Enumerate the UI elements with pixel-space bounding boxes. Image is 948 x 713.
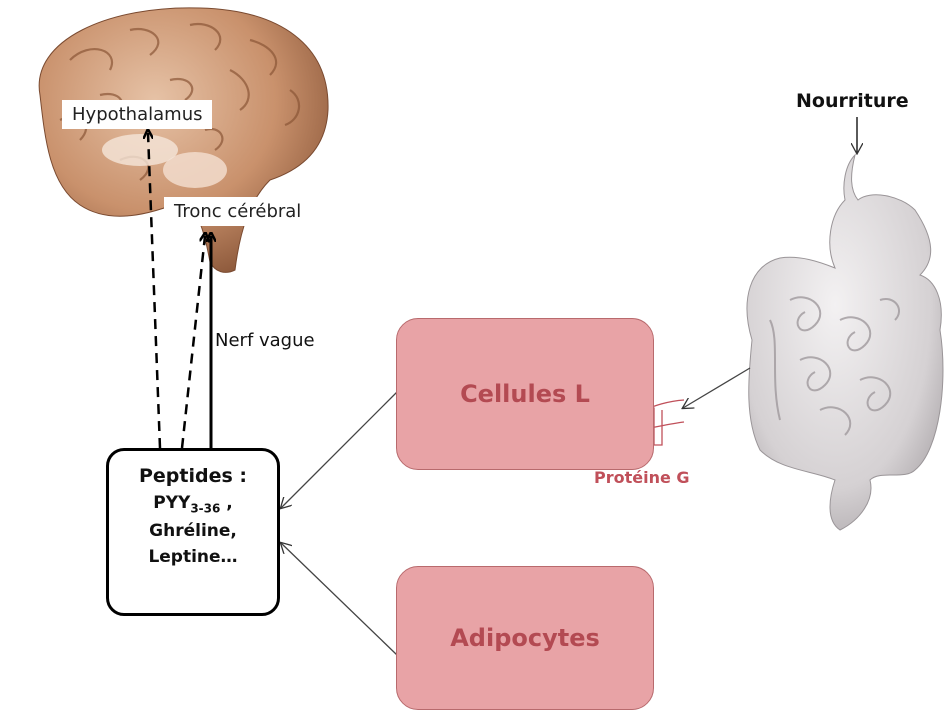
brainstem-label: Tronc cérébral bbox=[164, 197, 311, 226]
l-cells-box: Cellules L bbox=[396, 318, 654, 470]
dashed-arrow-to-brainstem bbox=[182, 236, 205, 448]
pyy-text: PYY bbox=[153, 493, 190, 513]
g-protein-label: Protéine G bbox=[594, 468, 690, 487]
peptides-title: Peptides : bbox=[109, 465, 277, 487]
pyy-suffix: , bbox=[220, 493, 232, 513]
hypothalamus-label: Hypothalamus bbox=[62, 100, 212, 129]
vagus-nerve-label: Nerf vague bbox=[215, 330, 315, 351]
gut-to-cellules-arrow bbox=[683, 368, 750, 408]
leptine-line: Leptine… bbox=[109, 547, 277, 567]
pyy-line: PYY3-36 , bbox=[109, 493, 277, 515]
adipocytes-box: Adipocytes bbox=[396, 566, 654, 710]
l-cells-label: Cellules L bbox=[460, 380, 590, 408]
brain-illustration bbox=[39, 8, 328, 273]
digestive-system-illustration bbox=[747, 155, 943, 530]
cellules-to-peptides-arrow bbox=[281, 392, 397, 508]
food-label: Nourriture bbox=[796, 90, 909, 112]
adipocytes-to-peptides-arrow bbox=[281, 543, 397, 655]
peptides-box: Peptides : PYY3-36 , Ghréline, Leptine… bbox=[106, 448, 280, 616]
adipocytes-label: Adipocytes bbox=[450, 624, 600, 652]
ghreline-line: Ghréline, bbox=[109, 521, 277, 541]
pyy-subscript: 3-36 bbox=[190, 501, 220, 515]
